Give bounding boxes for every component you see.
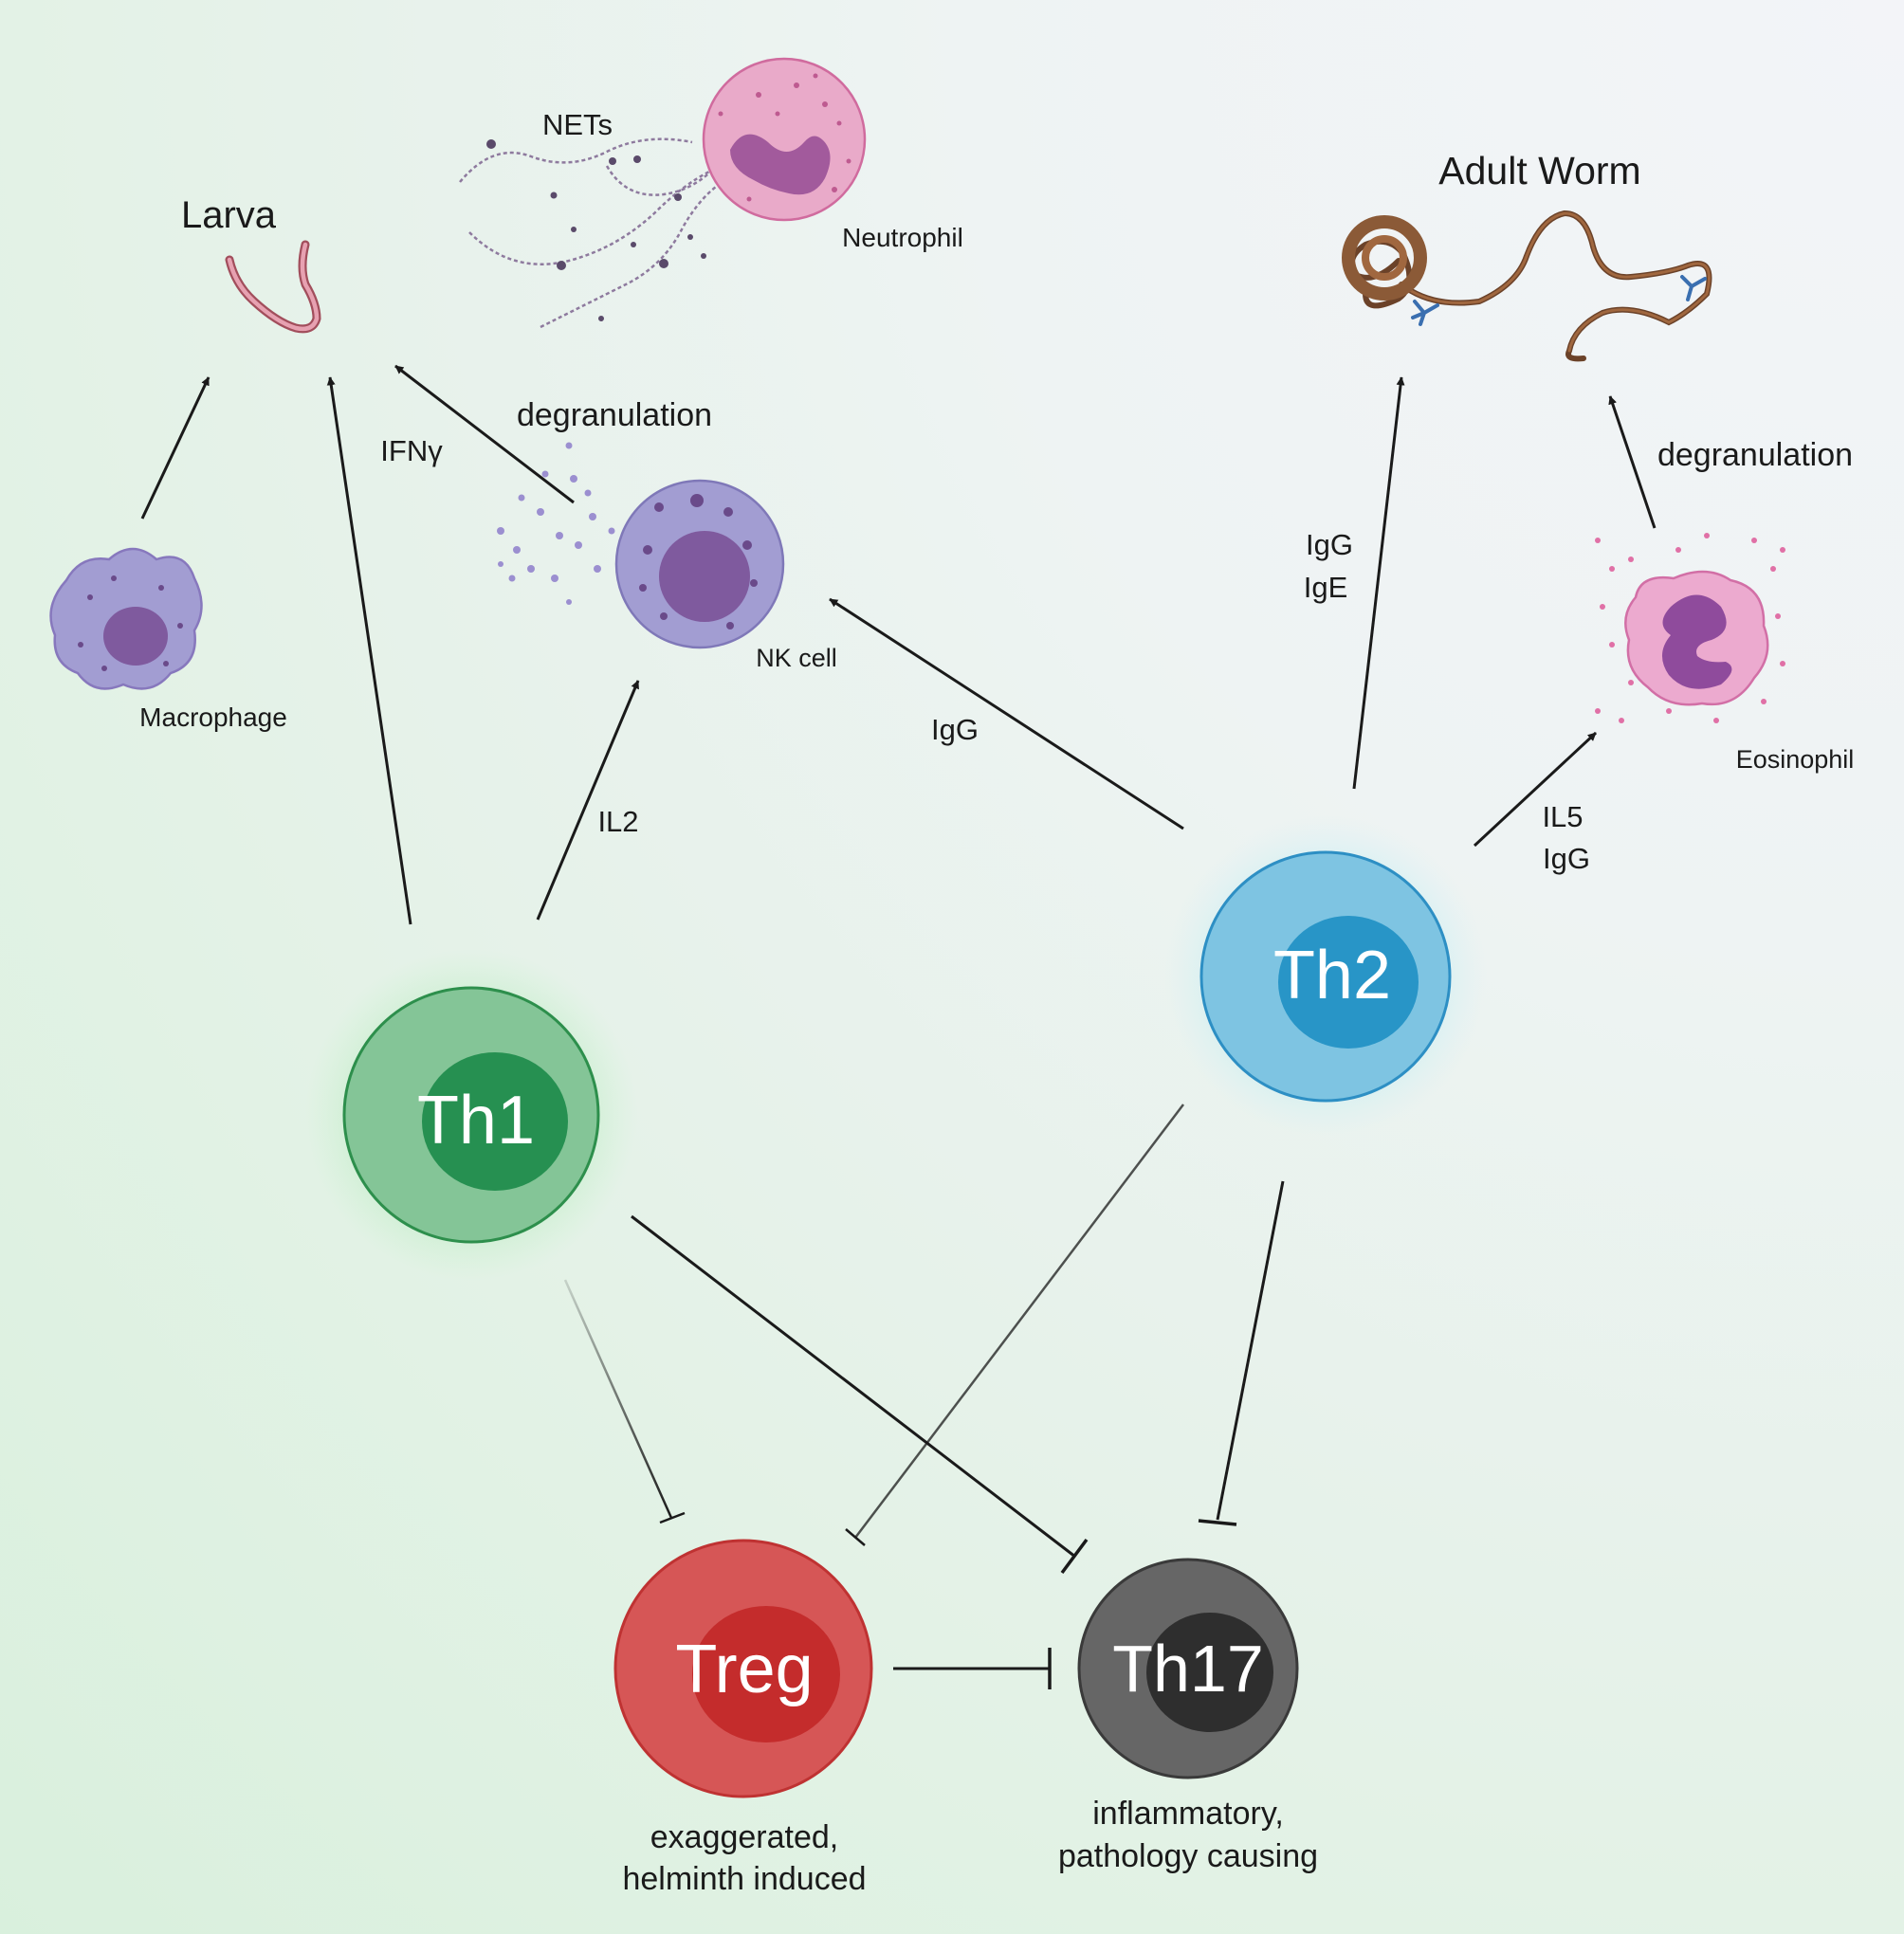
inhibit-th1-to-treg [563, 1279, 686, 1524]
th1-nucleus [422, 1052, 568, 1191]
treg-nucleus [692, 1606, 840, 1742]
arrow-nk-degranulation-to-larva [394, 364, 575, 504]
edges [140, 364, 1657, 1689]
neutrophil: NETs Neutrophil [459, 57, 963, 329]
il5-label: IL5 [1542, 800, 1583, 833]
eosinophil-granules [1595, 533, 1785, 723]
nets-strands [459, 137, 726, 329]
arrow-macrophage-to-larva [140, 376, 211, 520]
th17-caption-line1: inflammatory, [1092, 1796, 1284, 1832]
th17-caption-line2: pathology causing [1058, 1838, 1318, 1874]
larva: Larva [181, 194, 321, 334]
macrophage: Macrophage [49, 547, 287, 732]
arrow-th1-to-larva [326, 376, 412, 925]
nets-particles [486, 139, 706, 321]
il2-label: IL2 [597, 805, 638, 838]
nk-granules [497, 442, 615, 605]
treg-caption-line1: exaggerated, [650, 1819, 839, 1855]
antibody-icon [1411, 275, 1707, 326]
edge-labels: IFNγ IL2 degranulation IgG IgG IgE degra… [380, 397, 1853, 875]
nk-cell-nucleus [659, 531, 750, 622]
igg-eos-label: IgG [1543, 842, 1590, 875]
arrow-th2-to-nk-cell [829, 597, 1184, 830]
th2-label: Th2 [1273, 938, 1391, 1013]
th1-cell: Th1 [305, 949, 637, 1281]
th17-nucleus [1146, 1613, 1273, 1732]
adult-worm-label: Adult Worm [1438, 149, 1640, 192]
inhibit-th2-to-treg [845, 1104, 1184, 1546]
nk-degranulation-label: degranulation [517, 397, 712, 433]
arrow-th1-to-nk-cell [536, 680, 640, 921]
nk-cell-label: NK cell [756, 644, 837, 672]
th2-cell: Th2 [1164, 815, 1487, 1138]
th17-cell: Th17 [1077, 1558, 1299, 1779]
igg-nk-label: IgG [931, 713, 979, 746]
eosinophil-label: Eosinophil [1736, 745, 1855, 774]
ifng-label: IFNγ [380, 434, 443, 467]
arrow-th2-to-adult-worm [1352, 376, 1405, 790]
adult-worm: Adult Worm [1342, 149, 1712, 362]
arrow-th2-to-eosinophil [1473, 731, 1598, 848]
nets-label: NETs [542, 108, 613, 141]
nk-cell: NK cell [497, 442, 837, 672]
eosinophil-nucleus [1661, 594, 1732, 689]
treg-caption-line2: helminth induced [622, 1861, 866, 1897]
captions: exaggerated, helminth induced inflammato… [622, 1796, 1318, 1897]
igg-worm-label: IgG [1306, 528, 1353, 561]
larva-label: Larva [181, 194, 277, 236]
macrophage-nucleus [103, 607, 168, 666]
inhibit-treg-to-th17 [893, 1648, 1052, 1689]
inhibit-th1-to-th17 [631, 1214, 1089, 1575]
th17-label: Th17 [1112, 1632, 1264, 1706]
th2-nucleus [1278, 916, 1419, 1049]
inhibit-th2-to-th17 [1198, 1180, 1285, 1526]
ige-worm-label: IgE [1304, 571, 1348, 604]
neutrophil-label: Neutrophil [842, 223, 963, 252]
arrow-eosinophil-to-adult-worm [1608, 395, 1657, 529]
treg-cell: Treg [613, 1539, 873, 1798]
neutrophil-nucleus [730, 134, 831, 195]
th1-label: Th1 [417, 1083, 535, 1159]
eos-degranulation-label: degranulation [1657, 437, 1853, 473]
neutrophil-body [702, 57, 867, 222]
treg-label: Treg [675, 1632, 813, 1707]
macrophage-label: Macrophage [139, 702, 287, 732]
eosinophil: Eosinophil [1595, 533, 1854, 774]
